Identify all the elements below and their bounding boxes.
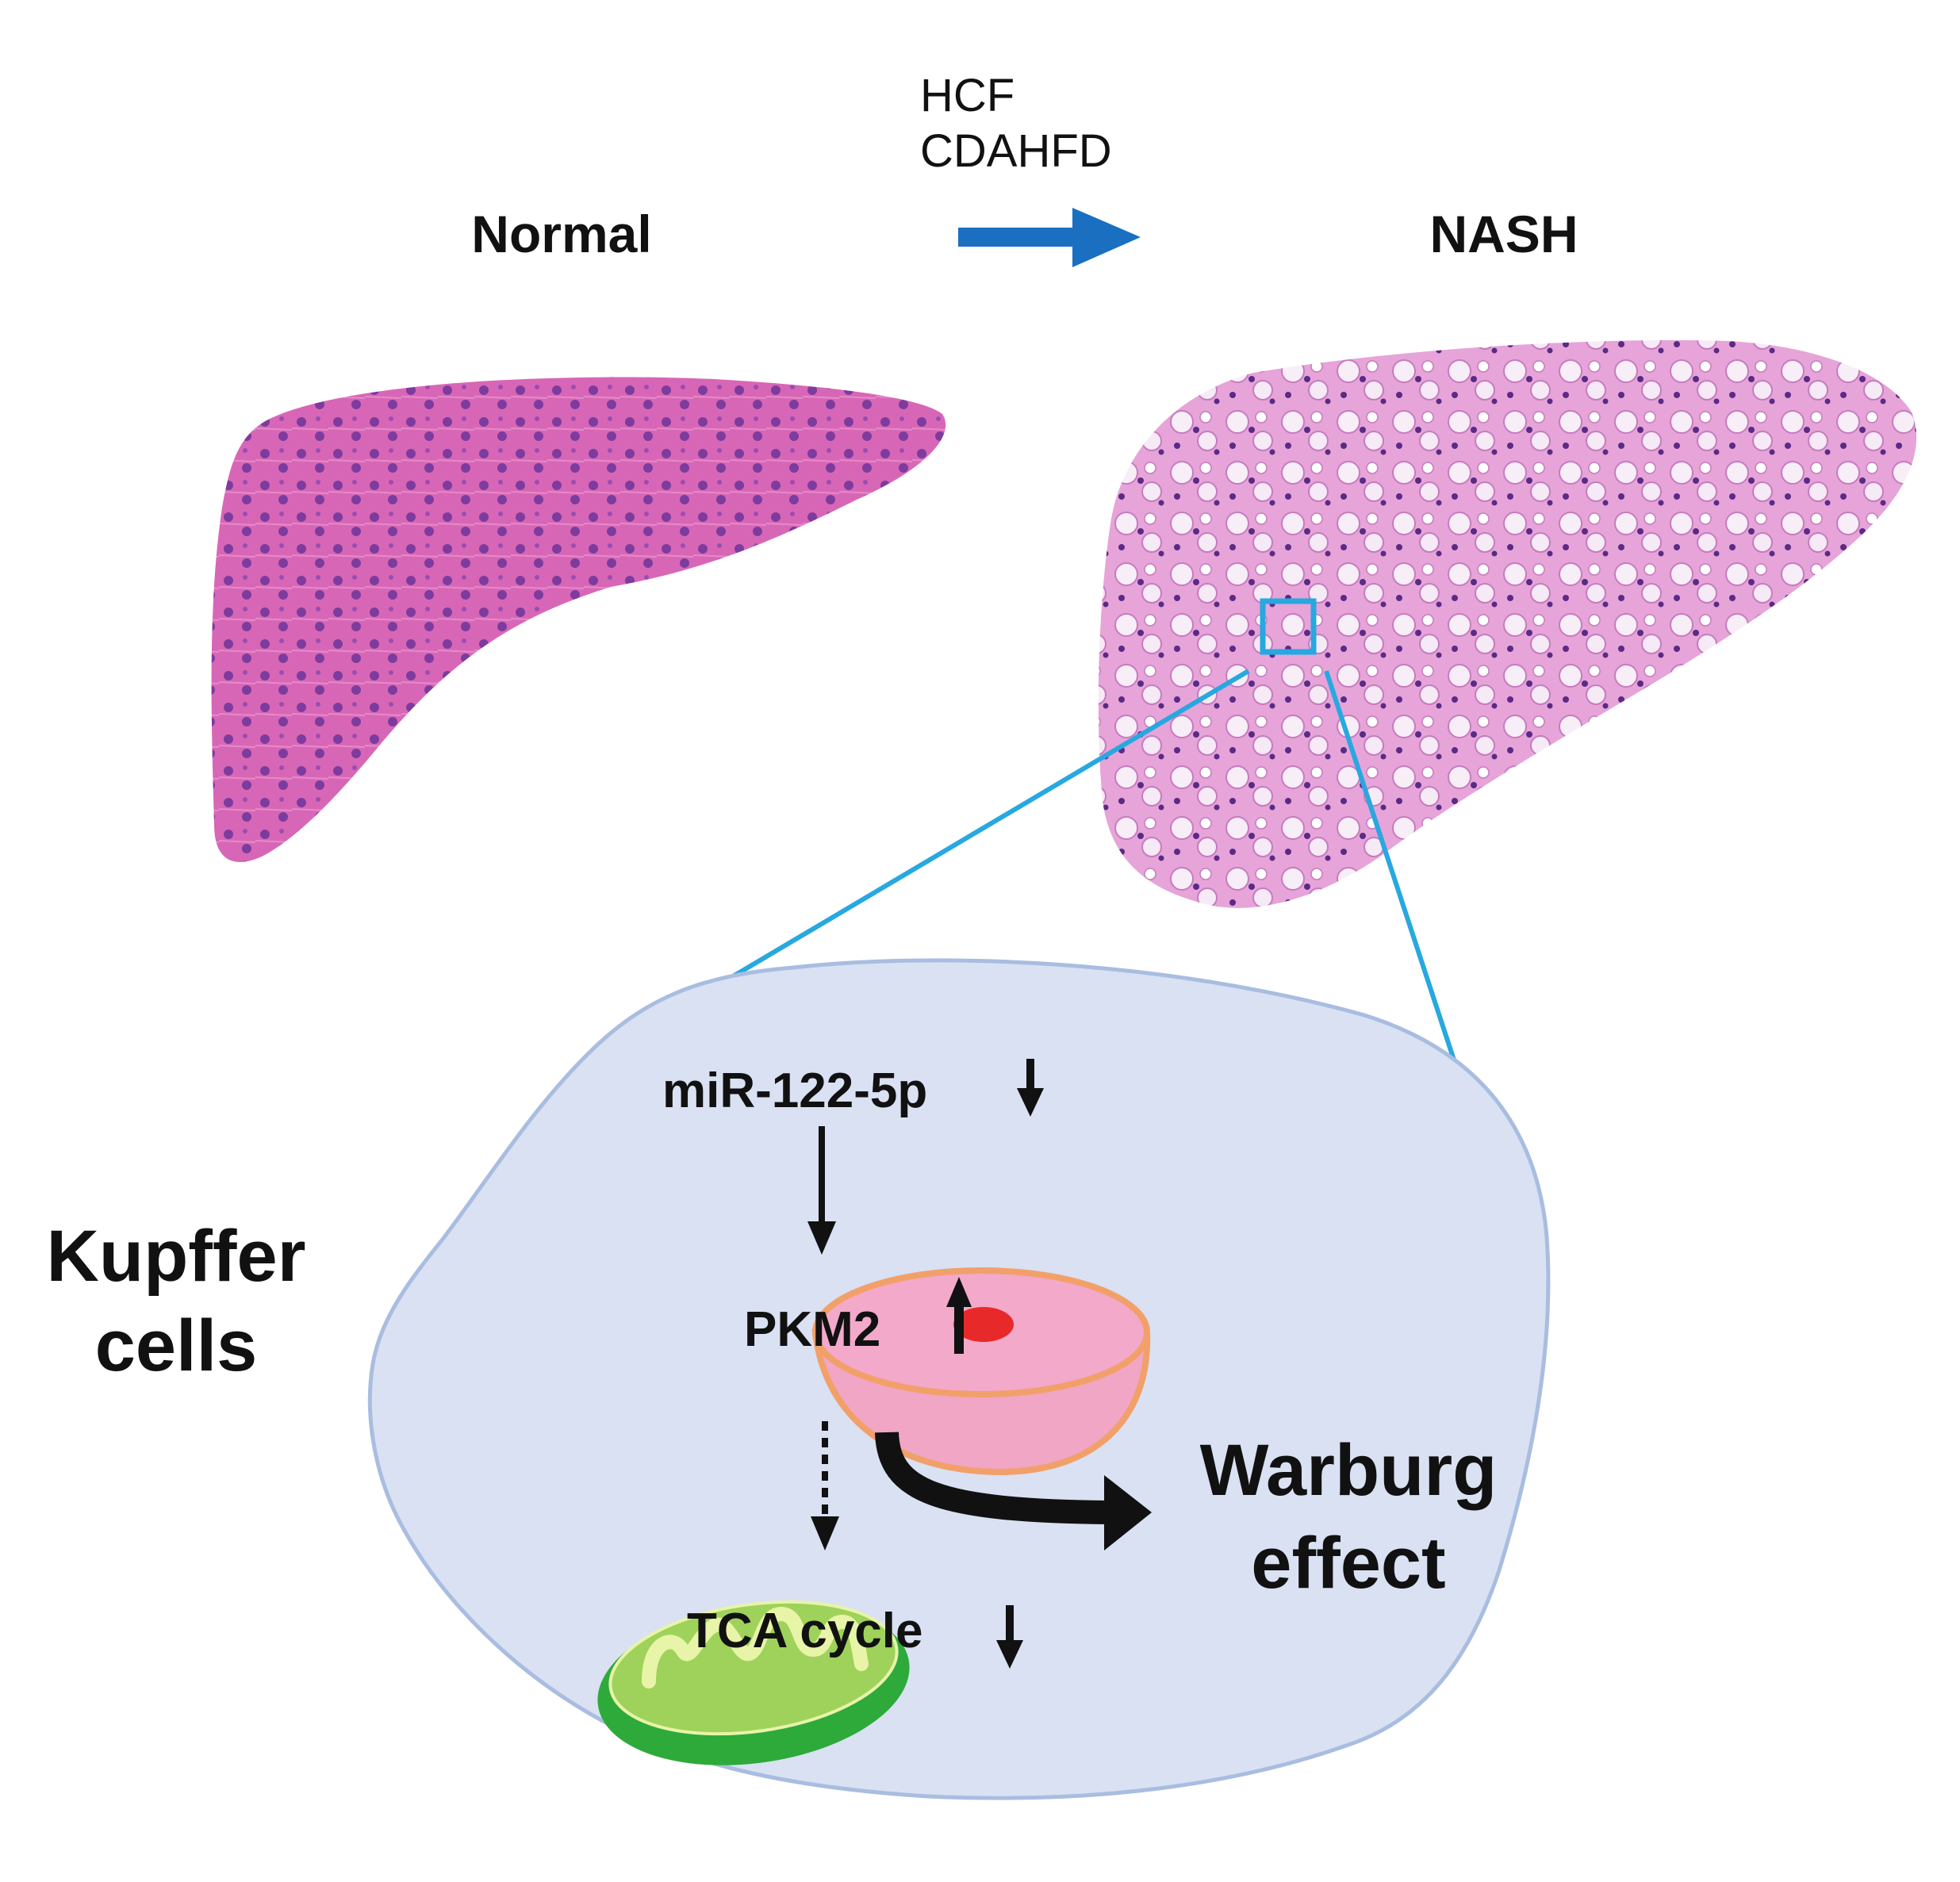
kupffer-cells-label-line1: Kupffer (46, 1216, 305, 1297)
transition-arrow-icon (958, 208, 1141, 267)
kupffer-cells-label-line2: cells (95, 1305, 258, 1386)
warburg-effect-label-line1: Warburg (1200, 1430, 1498, 1511)
warburg-effect-label-line2: effect (1251, 1523, 1445, 1604)
nash-label: NASH (1429, 205, 1578, 263)
diet-label-cdahfd: CDAHFD (920, 125, 1112, 177)
tca-cycle-label: TCA cycle (687, 1604, 923, 1658)
normal-label: Normal (471, 205, 651, 263)
pkm2-label: PKM2 (744, 1302, 880, 1357)
diet-label-hcf: HCF (920, 70, 1015, 121)
nash-liver-tissue (1098, 340, 1917, 908)
normal-liver-tissue (211, 377, 946, 862)
tca-down-arrow-icon (996, 1605, 1023, 1669)
warburg-curved-arrow-icon (875, 1432, 1152, 1550)
pkm2-to-tca-dotted-arrow-icon (811, 1421, 839, 1550)
zoom-box (1260, 598, 1317, 655)
mir-to-pkm2-arrow-icon (807, 1126, 836, 1255)
pkm2-up-arrow-icon (946, 1277, 972, 1354)
mir-down-arrow-icon (1017, 1059, 1044, 1117)
mir-122-5p-label: miR-122-5p (662, 1064, 927, 1118)
mitochondrion-icon (597, 1600, 910, 1765)
